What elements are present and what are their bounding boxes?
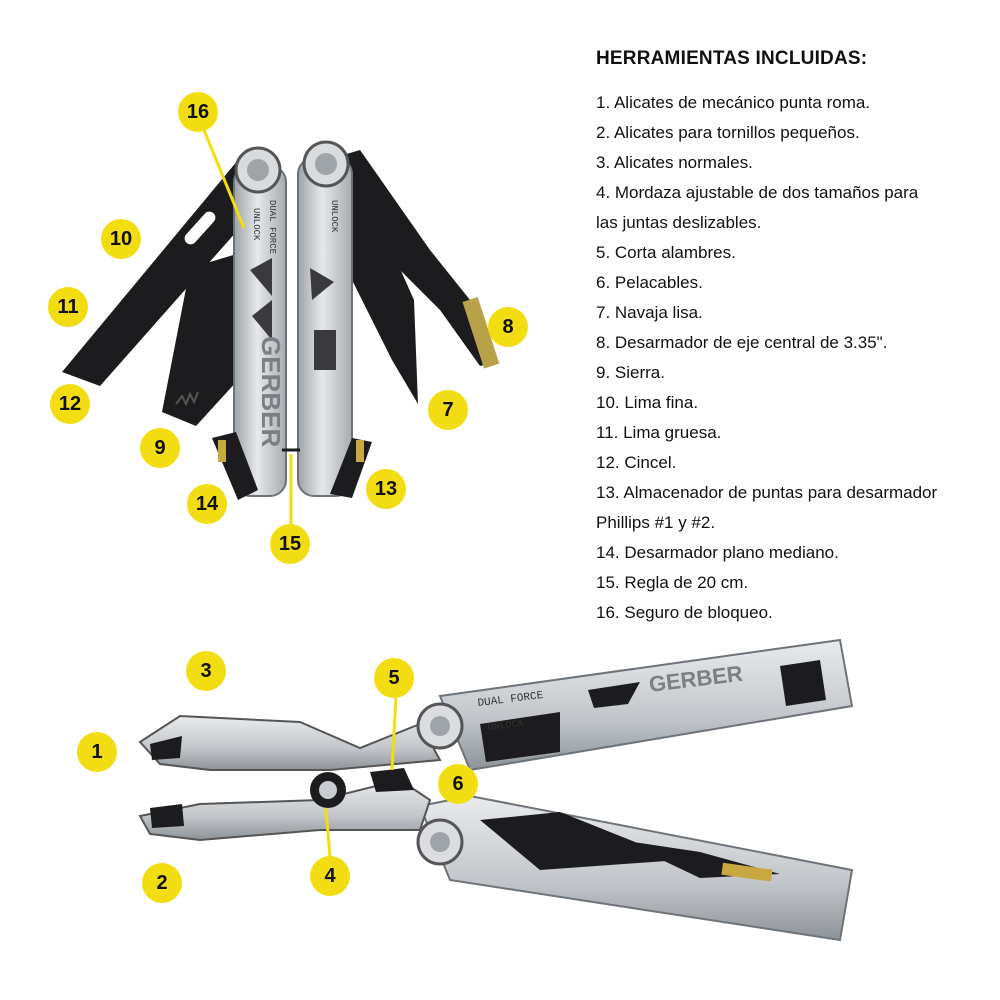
callout-12: 12 xyxy=(50,384,90,424)
list-item: 11. Lima gruesa. xyxy=(596,423,722,442)
engraving-dual-force-top: DUAL FORCE xyxy=(267,200,277,254)
unfolded-tool: DUAL FORCE UNLOCK UNLOCK GERBER xyxy=(62,140,500,500)
screwdriver-arm xyxy=(320,150,496,366)
list-item: 10. Lima fina. xyxy=(596,393,699,412)
callout-4: 4 xyxy=(310,856,350,896)
lower-handle xyxy=(418,794,854,942)
list-item: 12. Cincel. xyxy=(596,453,677,472)
callout-11: 11 xyxy=(48,287,88,327)
callout-7: 7 xyxy=(428,390,468,430)
list-item: 4. Mordaza ajustable de dos tamaños para xyxy=(596,183,919,202)
list-item: 8. Desarmador de eje central de 3.35". xyxy=(596,333,888,352)
callout-1: 1 xyxy=(77,732,117,772)
list-item: 5. Corta alambres. xyxy=(596,243,736,262)
panel-title: HERRAMIENTAS INCLUIDAS: xyxy=(596,48,868,69)
list-item: 1. Alicates de mecánico punta roma. xyxy=(596,93,871,112)
file-tool xyxy=(62,160,268,386)
right-handle xyxy=(297,157,353,497)
bit-tip xyxy=(462,297,500,369)
list-item: 2. Alicates para tornillos pequeños. xyxy=(596,123,860,142)
tool-list: 1. Alicates de mecánico punta roma. 2. A… xyxy=(596,88,986,628)
list-item: 3. Alicates normales. xyxy=(596,153,753,172)
knife-blade xyxy=(340,200,418,404)
list-item: las juntas deslizables. xyxy=(596,213,762,232)
callout-2: 2 xyxy=(142,863,182,903)
list-item: 9. Sierra. xyxy=(596,363,665,382)
list-item: Phillips #1 y #2. xyxy=(596,513,716,532)
callout-6: 6 xyxy=(438,764,478,804)
callout-14: 14 xyxy=(187,484,227,524)
callout-10: 10 xyxy=(101,219,141,259)
list-item: 13. Almacenador de puntas para desarmado… xyxy=(596,483,938,502)
callout-leaders xyxy=(202,129,398,859)
tools-panel: HERRAMIENTAS INCLUIDAS: 1. Alicates de m… xyxy=(596,48,986,628)
callout-8: 8 xyxy=(488,307,528,347)
list-item: 16. Seguro de bloqueo. xyxy=(596,603,773,622)
callout-3: 3 xyxy=(186,651,226,691)
file-slot xyxy=(184,211,216,245)
list-item: 6. Pelacables. xyxy=(596,273,703,292)
callout-13: 13 xyxy=(366,469,406,509)
engraving-unlock-top-left: UNLOCK xyxy=(251,208,261,241)
pliers-tool: DUAL FORCE UNLOCK GERBER xyxy=(138,638,854,942)
engraving-brand-top: GERBER xyxy=(256,336,286,447)
callout-5: 5 xyxy=(374,658,414,698)
lower-jaw xyxy=(138,778,432,842)
saw-tool xyxy=(162,250,250,426)
callout-9: 9 xyxy=(140,428,180,468)
engraving-unlock-top-right: UNLOCK xyxy=(329,200,339,233)
engraving-unlock-bottom: UNLOCK xyxy=(487,719,524,734)
list-item: 14. Desarmador plano mediano. xyxy=(596,543,839,562)
callout-15: 15 xyxy=(270,524,310,564)
list-item: 7. Navaja lisa. xyxy=(596,303,703,322)
callout-16: 16 xyxy=(178,92,218,132)
list-item: 15. Regla de 20 cm. xyxy=(596,573,749,592)
